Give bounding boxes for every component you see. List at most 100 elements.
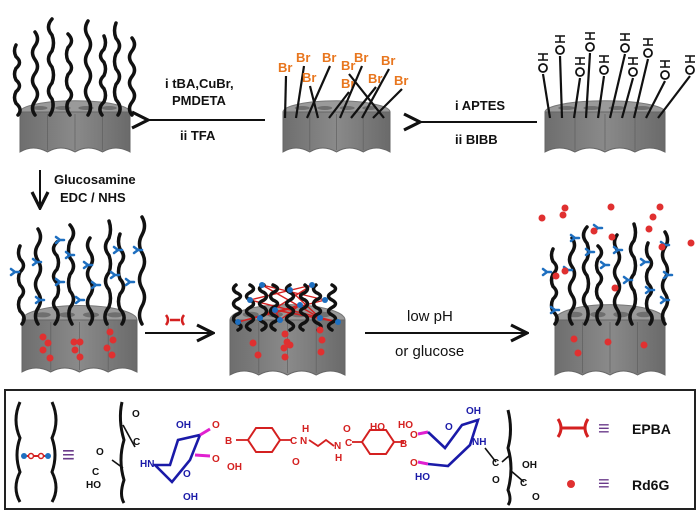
oxygen-circle (555, 45, 565, 55)
boronate-node (259, 282, 265, 288)
oxygen-circle (628, 67, 638, 77)
glucosamine-icon (54, 235, 66, 245)
polymer-chain (46, 17, 56, 117)
polymer-chain (12, 43, 22, 117)
rd6g-dot (103, 344, 111, 352)
atom-label: N (300, 436, 307, 447)
polymer-chain (244, 283, 256, 332)
rd6g-dot (76, 353, 84, 361)
bond (122, 424, 136, 448)
rd6g-dot (604, 338, 612, 346)
polymer-chain (257, 283, 269, 332)
rd6g-dot (590, 227, 598, 235)
glucosamine-icon (584, 247, 596, 257)
polymer-chain (628, 222, 638, 326)
rd6g-dot (44, 339, 52, 347)
oxygen-label: O (183, 469, 191, 480)
linker (350, 86, 377, 119)
crosslink (289, 289, 321, 319)
hydrogen-glyph (585, 32, 595, 40)
step2-label-1: i tBA,CuBr, (165, 76, 234, 91)
hydroxyl-label: HO (415, 472, 430, 483)
oxygen-circle (575, 67, 585, 77)
polymer-chain (103, 219, 113, 326)
hydrogen-glyph (620, 33, 630, 41)
glucosamine-icon (124, 277, 136, 287)
bond (308, 438, 335, 448)
pore (34, 312, 51, 318)
pore (317, 106, 333, 110)
step5-arrow: low pH or glucose (365, 308, 527, 360)
linker (572, 77, 582, 119)
step1-label-2: ii BIBB (455, 132, 498, 147)
step2-label-1b: PMDETA (172, 93, 227, 108)
linker (620, 77, 635, 119)
rd6g-dot (249, 339, 257, 347)
glucosamine-icon (132, 245, 144, 255)
oxygen-label: O (96, 447, 104, 458)
epba-crosslinker-icon (164, 314, 186, 326)
polymer-chain (64, 32, 74, 117)
boronate-node (257, 315, 263, 321)
glucosamine-icon (112, 245, 124, 255)
legend-epba: ≡ EPBA (556, 418, 671, 440)
linker (294, 65, 306, 119)
polymer-chain (311, 283, 323, 332)
atom-label: O (445, 422, 453, 433)
rd6g-dot (280, 344, 288, 352)
boronate-node (247, 297, 253, 303)
step3-arrow: Glucosamine EDC / NHS (40, 170, 136, 208)
hydroxyl-label: OH (522, 460, 537, 471)
pore (339, 106, 355, 110)
bond (417, 430, 429, 466)
bromide-label: Br (302, 70, 316, 85)
polymer-chain (594, 244, 604, 326)
rd6g-dot (640, 341, 648, 349)
boron-label: B (400, 439, 407, 450)
step1-label-1: i APTES (455, 98, 505, 113)
polymer-chain (116, 232, 126, 326)
boronate-node (272, 307, 278, 313)
hydroxyl-label: HO (86, 480, 101, 491)
bond (427, 418, 481, 468)
rd6g-dot (70, 338, 78, 346)
atom-label: N (334, 441, 341, 452)
atom-label: O (292, 457, 300, 468)
atom-label: O (410, 458, 418, 469)
pore (32, 106, 48, 110)
rd6g-dot (552, 272, 560, 280)
rd6g-dot (656, 203, 664, 211)
bond (484, 447, 497, 463)
linker (308, 85, 320, 119)
equiv-sign-1: ≡ (62, 442, 75, 467)
boronate-node (335, 319, 341, 325)
rd6g-dot (658, 243, 666, 251)
boronate-node (235, 319, 241, 325)
boronate-node (297, 302, 303, 308)
linker (632, 58, 650, 119)
rd6g-dot (39, 333, 47, 341)
hydrogen-glyph (555, 35, 565, 43)
oxygen-circle (660, 70, 670, 80)
bond (118, 401, 126, 504)
linker (361, 68, 390, 119)
linker (645, 80, 666, 119)
glucosamine-icon (54, 277, 66, 287)
polymer-chain (298, 283, 310, 332)
rd6g-dot (574, 349, 582, 357)
linker (305, 65, 332, 119)
rd6g-dot (109, 336, 117, 344)
boronate-node (309, 282, 315, 288)
rd6g-dot (561, 267, 569, 275)
atom-label: C (345, 438, 352, 449)
polymer-chain (30, 30, 40, 117)
hydroxyl-label: HO (370, 422, 385, 433)
rd6g-dot (559, 211, 567, 219)
hydroxyl-label: OH (176, 420, 191, 431)
linker (283, 75, 288, 119)
rd6g-dot (106, 328, 114, 336)
oxygen-circle (643, 48, 653, 58)
